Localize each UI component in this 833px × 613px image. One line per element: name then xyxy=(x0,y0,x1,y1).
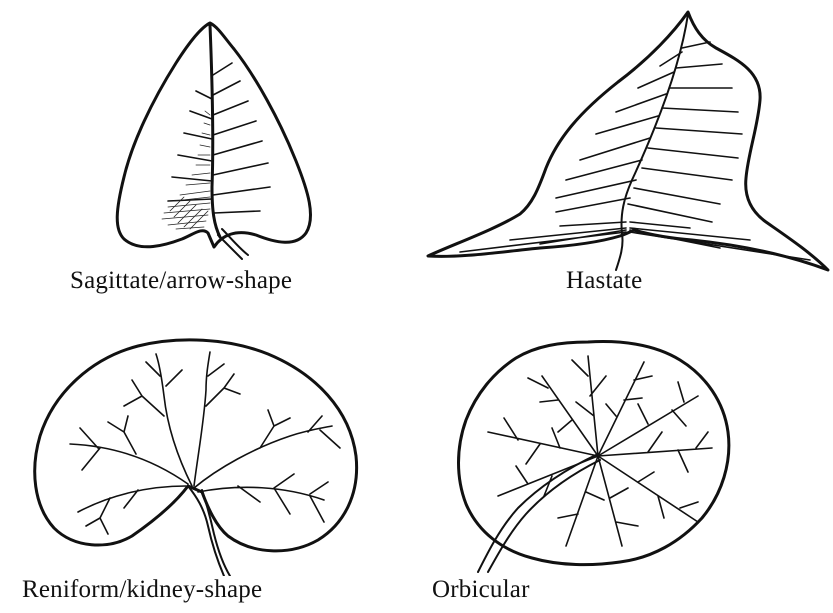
orbicular-leaf-drawing xyxy=(448,336,748,576)
sagittate-leaf-drawing xyxy=(110,15,330,265)
sagittate-caption: Sagittate/arrow-shape xyxy=(70,267,292,295)
orbicular-caption: Orbicular xyxy=(432,576,530,604)
reniform-leaf-drawing xyxy=(28,336,378,576)
hastate-leaf-drawing xyxy=(420,8,833,278)
reniform-caption: Reniform/kidney-shape xyxy=(22,576,262,604)
hastate-caption: Hastate xyxy=(566,267,642,295)
